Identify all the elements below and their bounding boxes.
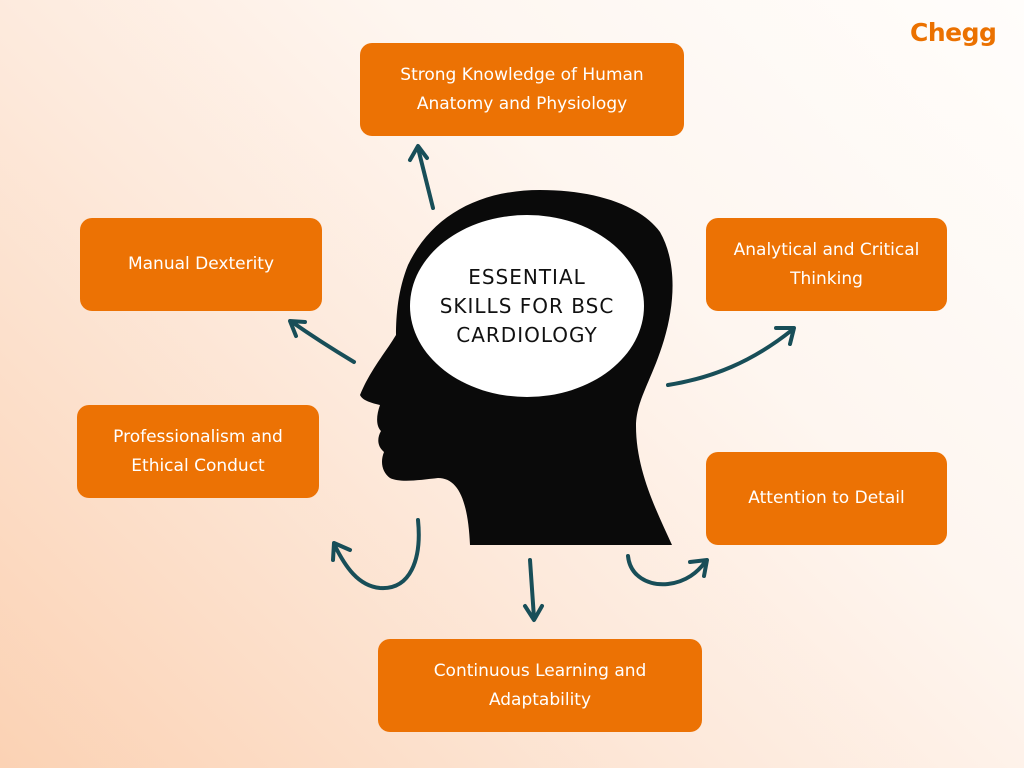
skill-box-attention-to-detail: Attention to Detail (706, 452, 947, 545)
chegg-logo: Chegg (910, 18, 997, 47)
skill-box-continuous-learning: Continuous Learning and Adaptability (378, 639, 702, 732)
arrow-to-learning (528, 558, 536, 620)
center-label: ESSENTIAL SKILLS FOR BSC CARDIOLOGY (439, 264, 615, 347)
arrowhead-analytical (774, 326, 796, 346)
arrow-to-anatomy (416, 146, 435, 210)
arrowhead-anatomy (408, 144, 429, 162)
arrow-to-professionalism (333, 518, 421, 591)
skill-box-manual-dexterity: Manual Dexterity (80, 218, 322, 311)
brain-ellipse (410, 215, 644, 397)
arrowhead-manual (288, 319, 307, 338)
arrowhead-professionalism (331, 541, 352, 562)
skill-box-analytical-thinking: Analytical and Critical Thinking (706, 218, 947, 311)
skill-box-professionalism: Professionalism and Ethical Conduct (77, 405, 319, 498)
arrow-to-manual (290, 320, 356, 364)
arrowhead-learning (523, 604, 544, 622)
skill-box-anatomy: Strong Knowledge of Human Anatomy and Ph… (360, 43, 684, 136)
arrow-to-analytical (666, 328, 794, 387)
arrowhead-attention (688, 558, 709, 578)
arrow-to-attention (626, 554, 707, 587)
